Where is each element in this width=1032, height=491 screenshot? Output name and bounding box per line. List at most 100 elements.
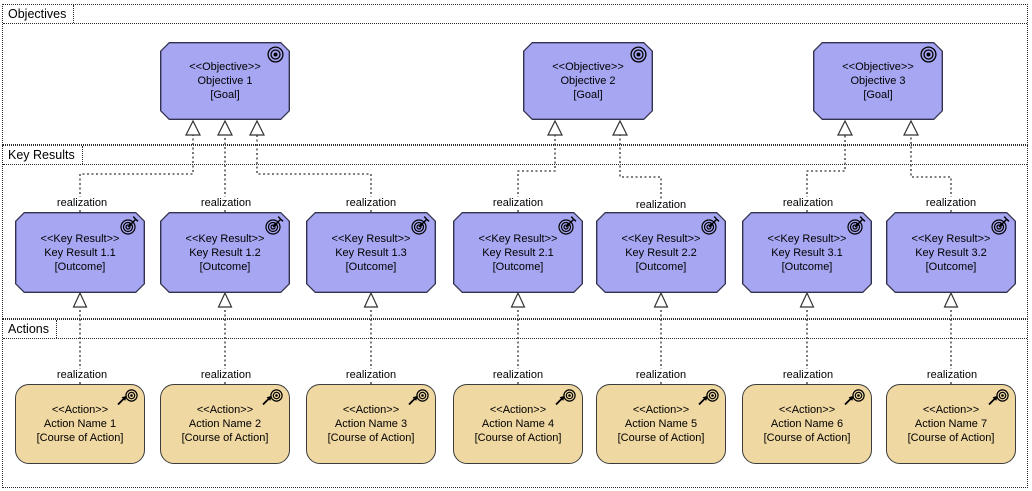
outcome-icon: [120, 216, 139, 235]
node-objective-3[interactable]: <<Objective>> Objective 3 [Goal]: [813, 42, 943, 120]
node-name: Action Name 3: [334, 418, 408, 430]
node-stereotype: <<Key Result>>: [621, 232, 701, 245]
node-key-result-1-2[interactable]: <<Key Result>> Key Result 1.2 [Outcome]: [160, 212, 290, 293]
course-of-action-icon: [408, 389, 429, 406]
node-action-2[interactable]: <<Action>> Action Name 2 [Course of Acti…: [160, 384, 290, 464]
node-objective-2[interactable]: <<Objective>> Objective 2 [Goal]: [523, 42, 653, 120]
node-type: [Outcome]: [925, 260, 977, 273]
node-type: [Outcome]: [781, 260, 833, 273]
node-key-result-3-1[interactable]: <<Key Result>> Key Result 3.1 [Outcome]: [742, 212, 872, 293]
node-type: [Outcome]: [199, 260, 251, 273]
outcome-icon: [991, 216, 1010, 235]
node-action-7[interactable]: <<Action>> Action Name 7 [Course of Acti…: [886, 384, 1016, 464]
edge-label-realization[interactable]: realization: [198, 369, 254, 382]
node-key-result-3-2[interactable]: <<Key Result>> Key Result 3.2 [Outcome]: [886, 212, 1016, 293]
node-stereotype: <<Objective>>: [552, 61, 624, 73]
node-stereotype: <<Objective>>: [842, 61, 914, 73]
node-type: [Course of Action]: [617, 432, 705, 444]
node-action-1[interactable]: <<Action>> Action Name 1 [Course of Acti…: [15, 384, 145, 464]
node-stereotype: <<Action>>: [922, 404, 980, 416]
node-stereotype: <<Key Result>>: [331, 232, 411, 245]
goal-icon: [630, 46, 647, 63]
edge-label-realization[interactable]: realization: [198, 197, 254, 210]
node-stereotype: <<Key Result>>: [767, 232, 847, 245]
group-objectives[interactable]: Objectives: [2, 4, 1028, 145]
node-type: [Outcome]: [345, 260, 397, 273]
node-action-4[interactable]: <<Action>> Action Name 4 [Course of Acti…: [453, 384, 583, 464]
outcome-icon: [701, 216, 720, 235]
node-type: [Course of Action]: [474, 432, 562, 444]
node-stereotype: <<Key Result>>: [40, 232, 120, 245]
course-of-action-icon: [988, 389, 1009, 406]
node-type: [Course of Action]: [763, 432, 851, 444]
group-key-results-label: Key Results: [3, 146, 83, 164]
course-of-action-icon: [555, 389, 576, 406]
edge-label-realization[interactable]: realization: [780, 369, 836, 382]
node-name: Action Name 7: [914, 418, 988, 430]
node-type: [Course of Action]: [907, 432, 995, 444]
group-objectives-label: Objectives: [3, 5, 75, 23]
edge-label-realization[interactable]: realization: [490, 197, 546, 210]
node-name: Key Result 3.2: [915, 246, 987, 259]
node-action-6[interactable]: <<Action>> Action Name 6 [Course of Acti…: [742, 384, 872, 464]
node-type: [Goal]: [863, 89, 893, 101]
edge-label-realization[interactable]: realization: [343, 369, 399, 382]
node-stereotype: <<Objective>>: [189, 61, 261, 73]
outcome-icon: [265, 216, 284, 235]
node-stereotype: <<Action>>: [489, 404, 547, 416]
course-of-action-icon: [698, 389, 719, 406]
node-type: [Outcome]: [54, 260, 106, 273]
edge-label-realization[interactable]: realization: [54, 369, 110, 382]
node-name: Objective 1: [197, 75, 253, 87]
edge-label-realization[interactable]: realization: [54, 197, 110, 210]
edge-label-realization[interactable]: realization: [343, 197, 399, 210]
node-key-result-2-1[interactable]: <<Key Result>> Key Result 2.1 [Outcome]: [453, 212, 583, 293]
node-name: Objective 2: [560, 75, 616, 87]
node-type: [Course of Action]: [327, 432, 415, 444]
node-name: Key Result 3.1: [771, 246, 843, 259]
node-key-result-1-3[interactable]: <<Key Result>> Key Result 1.3 [Outcome]: [306, 212, 436, 293]
outcome-icon: [558, 216, 577, 235]
node-name: Key Result 2.2: [625, 246, 697, 259]
node-type: [Goal]: [210, 89, 240, 101]
edge-label-realization[interactable]: realization: [924, 369, 980, 382]
node-key-result-1-1[interactable]: <<Key Result>> Key Result 1.1 [Outcome]: [15, 212, 145, 293]
node-name: Action Name 1: [43, 418, 117, 430]
edge-label-realization[interactable]: realization: [780, 197, 836, 210]
group-objectives-separator: [3, 23, 1027, 24]
node-name: Key Result 1.2: [189, 246, 261, 259]
node-stereotype: <<Key Result>>: [185, 232, 265, 245]
group-actions[interactable]: Actions: [2, 319, 1028, 488]
group-actions-label: Actions: [3, 320, 57, 338]
edge-label-realization[interactable]: realization: [490, 369, 546, 382]
edge-label-realization[interactable]: realization: [633, 199, 689, 212]
node-stereotype: <<Action>>: [196, 404, 254, 416]
node-name: Action Name 5: [624, 418, 698, 430]
edge-label-realization[interactable]: realization: [633, 369, 689, 382]
goal-icon: [920, 46, 937, 63]
node-stereotype: <<Action>>: [51, 404, 109, 416]
node-name: Action Name 6: [770, 418, 844, 430]
outcome-icon: [847, 216, 866, 235]
course-of-action-icon: [844, 389, 865, 406]
course-of-action-icon: [117, 389, 138, 406]
node-key-result-2-2[interactable]: <<Key Result>> Key Result 2.2 [Outcome]: [596, 212, 726, 293]
group-key-results-separator: [3, 164, 1027, 165]
node-stereotype: <<Action>>: [342, 404, 400, 416]
node-name: Action Name 2: [188, 418, 262, 430]
node-action-3[interactable]: <<Action>> Action Name 3 [Course of Acti…: [306, 384, 436, 464]
node-type: [Course of Action]: [36, 432, 124, 444]
node-name: Key Result 2.1: [482, 246, 554, 259]
node-type: [Goal]: [573, 89, 603, 101]
node-stereotype: <<Action>>: [632, 404, 690, 416]
course-of-action-icon: [262, 389, 283, 406]
edge-label-realization[interactable]: realization: [923, 197, 979, 210]
node-action-5[interactable]: <<Action>> Action Name 5 [Course of Acti…: [596, 384, 726, 464]
node-name: Key Result 1.1: [44, 246, 116, 259]
node-name: Key Result 1.3: [335, 246, 407, 259]
node-type: [Outcome]: [492, 260, 544, 273]
node-name: Objective 3: [850, 75, 906, 87]
node-objective-1[interactable]: <<Objective>> Objective 1 [Goal]: [160, 42, 290, 120]
node-name: Action Name 4: [481, 418, 555, 430]
